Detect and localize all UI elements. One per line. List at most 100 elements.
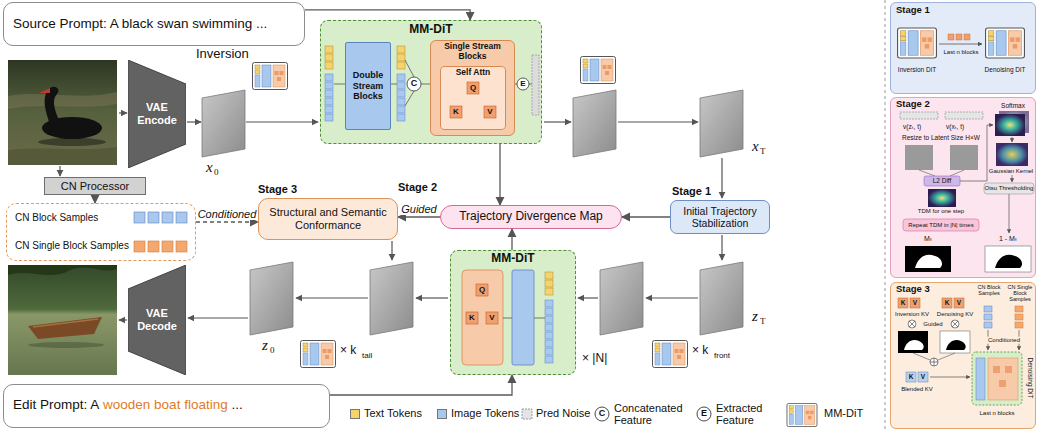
connector (196, 221, 258, 222)
legend-text: MM-DiT (824, 407, 863, 419)
subscript: tail (362, 352, 372, 361)
letter: V (921, 373, 925, 380)
operator-symbol: C (411, 79, 418, 89)
connector (499, 144, 500, 205)
legend-swatch (350, 409, 360, 419)
edge-label: Conditioned (197, 208, 258, 220)
caption-text: Denoising KV (937, 311, 973, 318)
subscript: T (760, 147, 766, 157)
attention-box: Self Attn (440, 66, 506, 130)
operator-symbol: E (701, 409, 707, 419)
operator-symbol: E (520, 80, 525, 89)
caption-text: Repeat TDM in |N| times (908, 222, 973, 229)
variable: z (262, 337, 268, 354)
stage-panel: Stage 3 (890, 282, 1036, 429)
connector (305, 10, 470, 20)
letter: Q (470, 84, 476, 93)
node-text: Edit Prompt: A (13, 397, 99, 412)
vae-decoder: VAE Decode (128, 265, 186, 375)
node-text: Stage 2 (896, 99, 930, 110)
legend-text: Text Tokens (364, 407, 422, 419)
node-text: MM-DiT (491, 252, 534, 266)
legend-text: Concatenated Feature (614, 402, 688, 426)
subscript: 0 (270, 346, 275, 356)
caption-text: Last n blocks (979, 410, 1014, 417)
mask-label: Mₜ (924, 235, 932, 243)
caption-text: CN Block Samples (974, 285, 1004, 297)
mask-label: 1 - Mₜ (999, 235, 1017, 243)
vae-encoder: VAE Encode (128, 60, 186, 168)
letter: K (945, 299, 950, 306)
model-box: MM-DiT (450, 250, 576, 375)
node-text: VAE Encode (132, 101, 182, 126)
variable: z (752, 308, 758, 325)
caption-text: Guided (923, 321, 942, 328)
caption-text: v(xₜ, t) (946, 123, 964, 130)
letter: V (487, 108, 492, 117)
edge-label: Guided (400, 203, 437, 215)
node-text: wooden boat floating (103, 397, 228, 412)
node-text: Self Attn (456, 68, 491, 78)
trapezoid-shape (128, 60, 186, 168)
connector (330, 375, 512, 395)
repeat-count: × |N| (582, 352, 607, 365)
caption-text: Last n blocks (943, 49, 978, 56)
node-text: VAE Decode (132, 307, 182, 332)
node-text: CN Single Block Samples (15, 240, 129, 252)
node-text: Source Prompt: A black swan swimming ... (13, 16, 267, 32)
node-text: MM-DiT (409, 23, 452, 37)
node-text: Stage 1 (896, 5, 930, 16)
letter: K (453, 108, 459, 117)
letter: K (901, 299, 906, 306)
connector (94, 195, 95, 203)
prompt-box: Edit Prompt: Awooden boat floating... (3, 384, 330, 428)
node-text: Initial Trajectory Stabilization (675, 205, 765, 229)
processor-box: CN Processor (44, 177, 146, 195)
stage-box: Structural and Semantic Conformance (258, 198, 398, 240)
caption-text: Resize to Latent Size H×W (902, 134, 980, 141)
subscript: T (760, 317, 766, 327)
caption-text: Otsu Thresholding (985, 185, 1034, 192)
caption-text: Softmax (1001, 102, 1025, 109)
caption-text: Blended KV (901, 386, 933, 393)
caption-text: Conditioned (987, 337, 1021, 344)
legend-swatch (437, 409, 447, 419)
stage-box: Trajectory Divergence Map (440, 205, 622, 229)
caption-text: L2 Diff (933, 177, 952, 184)
stage-label: Stage 1 (672, 185, 711, 197)
block-box: Double Stream Blocks (345, 42, 391, 130)
caption-text: v(zₜ, t) (903, 123, 921, 130)
connector (398, 216, 440, 217)
letter: V (957, 299, 961, 306)
model-box: MM-DiT Double Stream Blocks Single Stream … (320, 20, 542, 144)
legend-text: Pred Noise (536, 407, 590, 419)
variable: x (206, 159, 213, 176)
connector (511, 229, 512, 250)
stage-box: Initial Trajectory Stabilization (670, 200, 770, 234)
step-label: Inversion (196, 47, 249, 61)
letter: V (913, 299, 917, 306)
legend-text: Extracted Feature (716, 402, 776, 426)
operator-symbol: C (599, 409, 606, 419)
node-text: CN Block Samples (15, 212, 98, 224)
caption-text: Inversion DiT (898, 66, 936, 73)
repeat-count: × k (692, 344, 708, 357)
subscript: 0 (214, 168, 219, 178)
subscript: front (714, 352, 730, 361)
caption-text: Denoising DiT (1026, 358, 1033, 399)
caption-text: CN Single Block Samples (1005, 285, 1035, 302)
variable: x (752, 138, 759, 155)
caption-text: TDM for one step (918, 208, 964, 215)
connector (622, 216, 670, 217)
caption-text: Gaussian Kernel (989, 168, 1033, 175)
sample-region: CN Block Samples CN Single Block Samples (6, 203, 196, 261)
node-text: Double Stream Blocks (348, 70, 388, 101)
trapezoid-shape (128, 265, 186, 375)
node-text: Single Stream Blocks (434, 42, 511, 62)
node-text: Trajectory Divergence Map (459, 210, 603, 224)
letter: Q (479, 286, 485, 295)
node-text: Stage 3 (896, 284, 930, 295)
stage-label: Stage 3 (258, 183, 297, 195)
caption-text: Inversion KV (895, 311, 929, 318)
node-text: CN Processor (61, 180, 129, 193)
